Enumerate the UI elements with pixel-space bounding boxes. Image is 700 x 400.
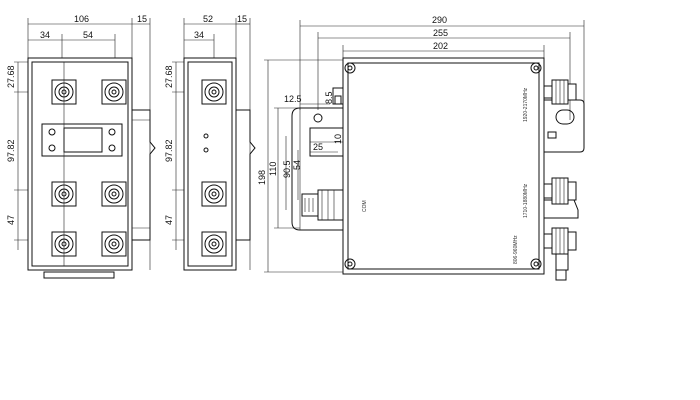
front-middle-gap-dim: 97.82 bbox=[6, 139, 16, 162]
front-view: 106 15 34 54 27.68 97.82 47 bbox=[6, 14, 156, 279]
top-offset-12-5-dim: 12.5 bbox=[284, 94, 302, 104]
side-top-gap-dim: 27.68 bbox=[164, 65, 174, 88]
side-connector-mid bbox=[201, 181, 227, 207]
top-body-height-dim: 110 bbox=[268, 162, 278, 176]
top-mount-dim: 255 bbox=[433, 28, 448, 38]
front-clamp-bar bbox=[41, 123, 123, 157]
top-height-dim: 198 bbox=[257, 170, 267, 185]
top-body-dim: 202 bbox=[433, 41, 448, 51]
top-dim-25: 25 bbox=[313, 142, 323, 152]
top-dim-90-5: 90.5 bbox=[282, 160, 292, 178]
side-offset-dim: 34 bbox=[194, 30, 204, 40]
top-view: 290 255 202 198 110 12.5 8.5 bbox=[257, 15, 585, 281]
com-port-label: COM bbox=[362, 200, 368, 212]
side-depth-dim: 15 bbox=[237, 14, 247, 24]
side-width-dim: 52 bbox=[203, 14, 213, 24]
front-offset-dim: 34 bbox=[40, 30, 50, 40]
front-width-dim: 106 bbox=[74, 14, 89, 24]
port-3-label: 806-960MHz bbox=[513, 235, 519, 264]
side-middle-gap-dim: 97.82 bbox=[164, 139, 174, 162]
top-length-dim: 290 bbox=[432, 15, 447, 25]
port-1-label: 1920-2170MHz bbox=[523, 87, 529, 122]
front-depth-dim: 15 bbox=[137, 14, 147, 24]
top-com-connector bbox=[301, 189, 344, 221]
side-connector-bottom bbox=[201, 231, 227, 257]
front-connector-tr bbox=[101, 79, 127, 105]
side-connector-top bbox=[201, 79, 227, 105]
side-view: 52 15 34 27.68 97.82 47 bbox=[164, 14, 256, 271]
top-offset-8-5-dim: 8.5 bbox=[324, 91, 334, 104]
top-dim-10: 10 bbox=[333, 134, 343, 144]
top-dim-54: 54 bbox=[292, 160, 302, 170]
side-bottom-gap-dim: 47 bbox=[164, 215, 174, 225]
port-2-label: 1710-1880MHz bbox=[523, 183, 529, 218]
front-top-gap-dim: 27.68 bbox=[6, 65, 16, 88]
front-connector-br bbox=[101, 231, 127, 257]
front-bottom-gap-dim: 47 bbox=[6, 215, 16, 225]
top-port-connector-3 bbox=[543, 227, 577, 255]
front-connector-mr bbox=[101, 181, 127, 207]
top-port-connector-1 bbox=[543, 79, 577, 105]
top-main-body bbox=[342, 57, 545, 275]
top-port-connector-2 bbox=[543, 177, 577, 205]
front-spacing-dim: 54 bbox=[83, 30, 93, 40]
